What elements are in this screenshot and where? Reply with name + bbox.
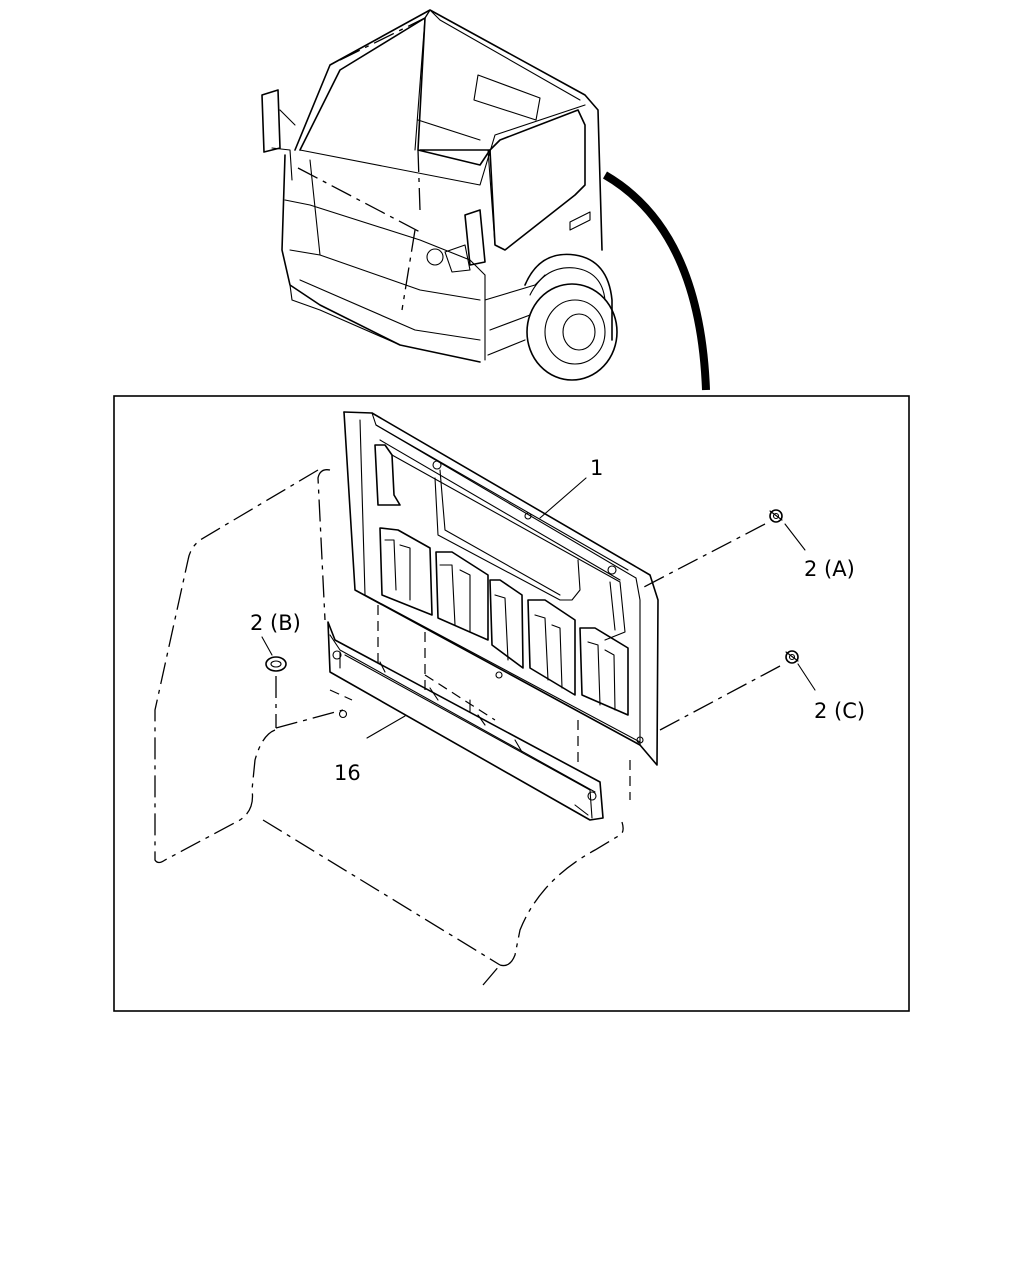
callout-2b: 2 (B) (250, 611, 301, 635)
callout-2a: 2 (A) (804, 557, 855, 581)
lower-rail-part-16 (327, 621, 604, 821)
detail-pointer-arrow (602, 171, 710, 391)
detail-frame (113, 395, 910, 1012)
clip-2c (785, 650, 799, 664)
callout-leaders (261, 477, 816, 739)
clip-2a (769, 509, 783, 523)
truck-cab-illustration (261, 9, 618, 381)
callout-16: 16 (334, 761, 361, 785)
cab-side-outline (154, 469, 624, 986)
callout-1: 1 (590, 456, 603, 480)
callout-2c: 2 (C) (814, 699, 865, 723)
clip-2b (265, 656, 287, 672)
rear-panel-part-1 (343, 411, 659, 800)
floor-hole (338, 709, 348, 719)
